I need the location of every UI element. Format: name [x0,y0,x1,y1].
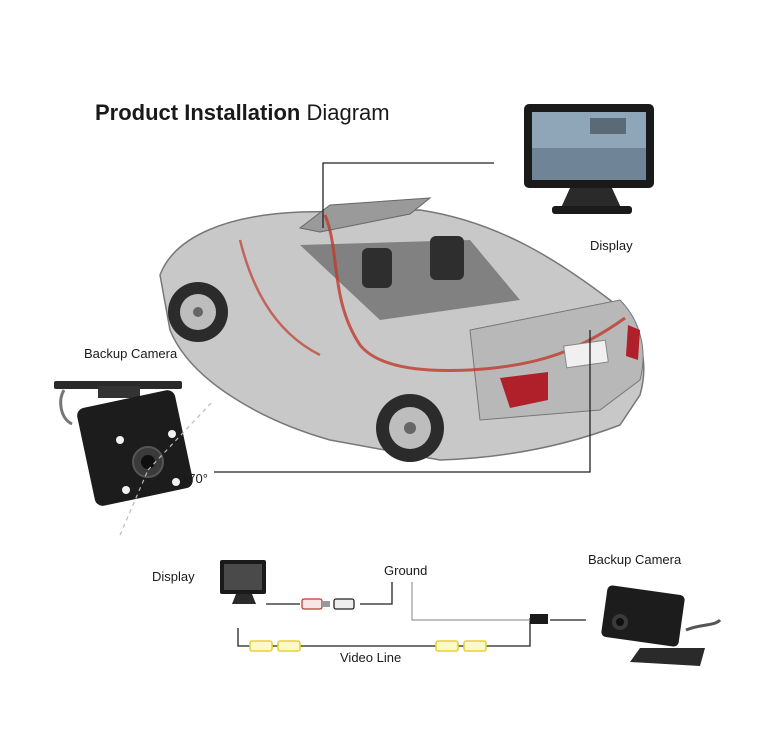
backup-camera-icon [54,381,193,506]
power-wire-to-ground [360,582,393,605]
video-line-wire [237,618,531,647]
car-illustration [159,197,645,462]
ground-label: Ground [384,563,428,578]
rca-connector-icon [249,640,487,652]
video-line-label: Video Line [340,650,402,665]
display-label-bottom: Display [152,569,195,584]
title-light: Diagram [306,100,390,125]
power-connector-icon [301,598,355,610]
title-bold: Product Installation [95,100,301,125]
page-title: Product Installation Diagram [95,100,390,126]
angle-label: 170° [181,471,208,486]
small-monitor-icon [220,560,266,604]
monitor-icon [524,104,654,214]
display-label-top: Display [590,238,633,253]
backup-camera-label-left: Backup Camera [84,346,178,361]
small-backup-camera-icon [601,585,722,666]
camera-cable-connector-icon [530,614,548,624]
ground-wire [411,582,530,621]
leader-lines [214,162,591,473]
viewing-angle-lines [119,401,213,536]
backup-camera-label-bottom: Backup Camera [588,552,682,567]
